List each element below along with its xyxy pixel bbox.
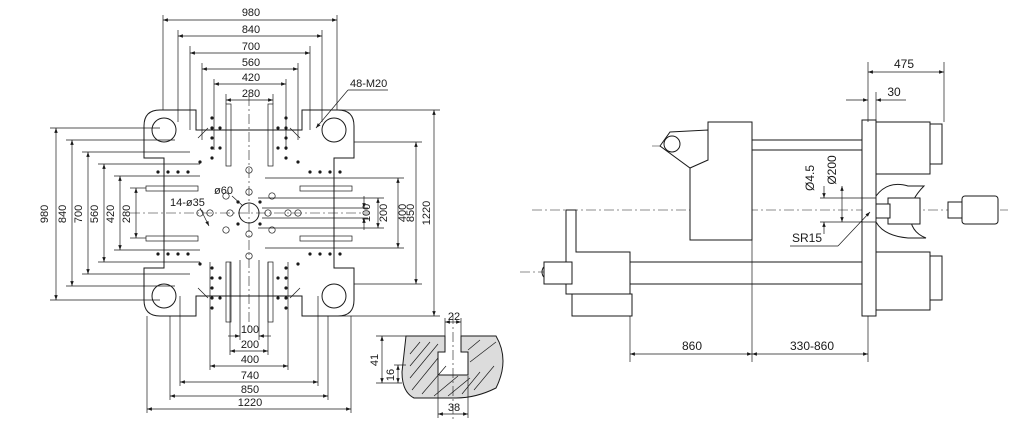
tslot-h-right-bottom: [299, 235, 353, 242]
height-dim-840: 840: [57, 205, 69, 223]
tiebar-hole-br: [321, 283, 347, 309]
ejector-height-1220: 1220: [421, 201, 433, 225]
moving-platen-arm: [659, 129, 709, 169]
height-dim-280: 280: [121, 205, 133, 223]
tiebar-hole-tl: [151, 117, 177, 143]
dim-30: 30: [887, 85, 901, 99]
width-dim-560: 560: [242, 57, 260, 69]
ejector-height-200: 200: [378, 204, 390, 222]
dim-330-860: 330-860: [790, 339, 834, 353]
ejector-holes: [196, 166, 302, 260]
tiebar-hole-tr: [321, 117, 347, 143]
width-dim-700: 700: [242, 41, 260, 53]
ejector-width-850: 850: [241, 384, 259, 396]
ejector-holes-label: 14-ø35: [170, 197, 205, 209]
top-width-dimensions: [162, 15, 338, 150]
nozzle-radius-label: SR15: [792, 231, 822, 245]
tslot-dim-16: 16: [385, 369, 397, 381]
corner-slot-tl: [197, 127, 209, 139]
width-dim-980: 980: [242, 7, 260, 19]
tslot-section-hatch: [409, 339, 497, 397]
tslot-dim-38: 38: [448, 402, 460, 414]
tiebar-upper: [751, 139, 863, 151]
nozzle-tip: [875, 203, 891, 219]
tslot-h-left-bottom: [145, 235, 199, 242]
width-dim-420: 420: [242, 72, 260, 84]
left-height-dimensions: [50, 127, 200, 301]
tslot-h-left-top: [145, 185, 199, 192]
platen-front-view: 980 840 700 560 420 280 980 840 700 560 …: [39, 7, 440, 413]
corner-slot-bl: [197, 287, 209, 299]
ejector-width-400: 400: [241, 354, 259, 366]
dim-phi-4-5: Ø4.5: [803, 165, 817, 191]
injection-block: [875, 121, 931, 175]
ejector-width-1220: 1220: [238, 397, 262, 409]
width-dim-280: 280: [242, 88, 260, 100]
thread-note: 48-M20: [350, 78, 387, 90]
ejector-width-200: 200: [241, 339, 259, 351]
thread-note-leader: [315, 89, 349, 129]
tslot-dim-22: 22: [448, 311, 460, 323]
rear-platen-base: [571, 293, 633, 317]
tslot-section: 22 41 16 38: [369, 311, 504, 422]
tslot-v-top-left: [225, 103, 232, 167]
side-view: 475 30 Ø4.5 Ø200 SR15 860 330-860: [520, 57, 1008, 362]
height-dim-700: 700: [73, 205, 85, 223]
tslot-v-bottom-left: [225, 261, 232, 323]
height-dim-980: 980: [39, 205, 51, 223]
dim-860: 860: [682, 339, 702, 353]
tslot-h-right-top: [299, 185, 353, 192]
tslot-v-bottom-right: [267, 261, 274, 323]
ejector-width-740: 740: [241, 370, 259, 382]
nozzle-housing: [887, 197, 921, 225]
dim-phi-200: Ø200: [825, 155, 839, 185]
dim-475: 475: [894, 57, 914, 71]
width-dim-840: 840: [242, 24, 260, 36]
right-height-dimensions: [258, 109, 440, 317]
corner-slot-br: [289, 287, 301, 299]
injection-block-lower: [875, 251, 931, 311]
height-dim-560: 560: [89, 205, 101, 223]
height-dim-420: 420: [105, 205, 117, 223]
ejector-width-100: 100: [241, 324, 259, 336]
tslot-dim-41: 41: [369, 354, 381, 366]
motor: [961, 195, 999, 225]
ejector-height-850: 850: [405, 204, 417, 222]
center-hole-label: ø60: [214, 185, 233, 197]
ejector-height-100: 100: [361, 204, 373, 222]
tslot-v-top-right: [267, 103, 274, 167]
bottom-width-dimensions: [146, 260, 352, 413]
tslot-section-body: [401, 335, 504, 399]
ejector-height-400: 400: [397, 204, 409, 222]
tiebar-hole-bl: [151, 283, 177, 309]
rear-platen: [565, 209, 631, 295]
toggle-pin-top: [663, 135, 681, 153]
